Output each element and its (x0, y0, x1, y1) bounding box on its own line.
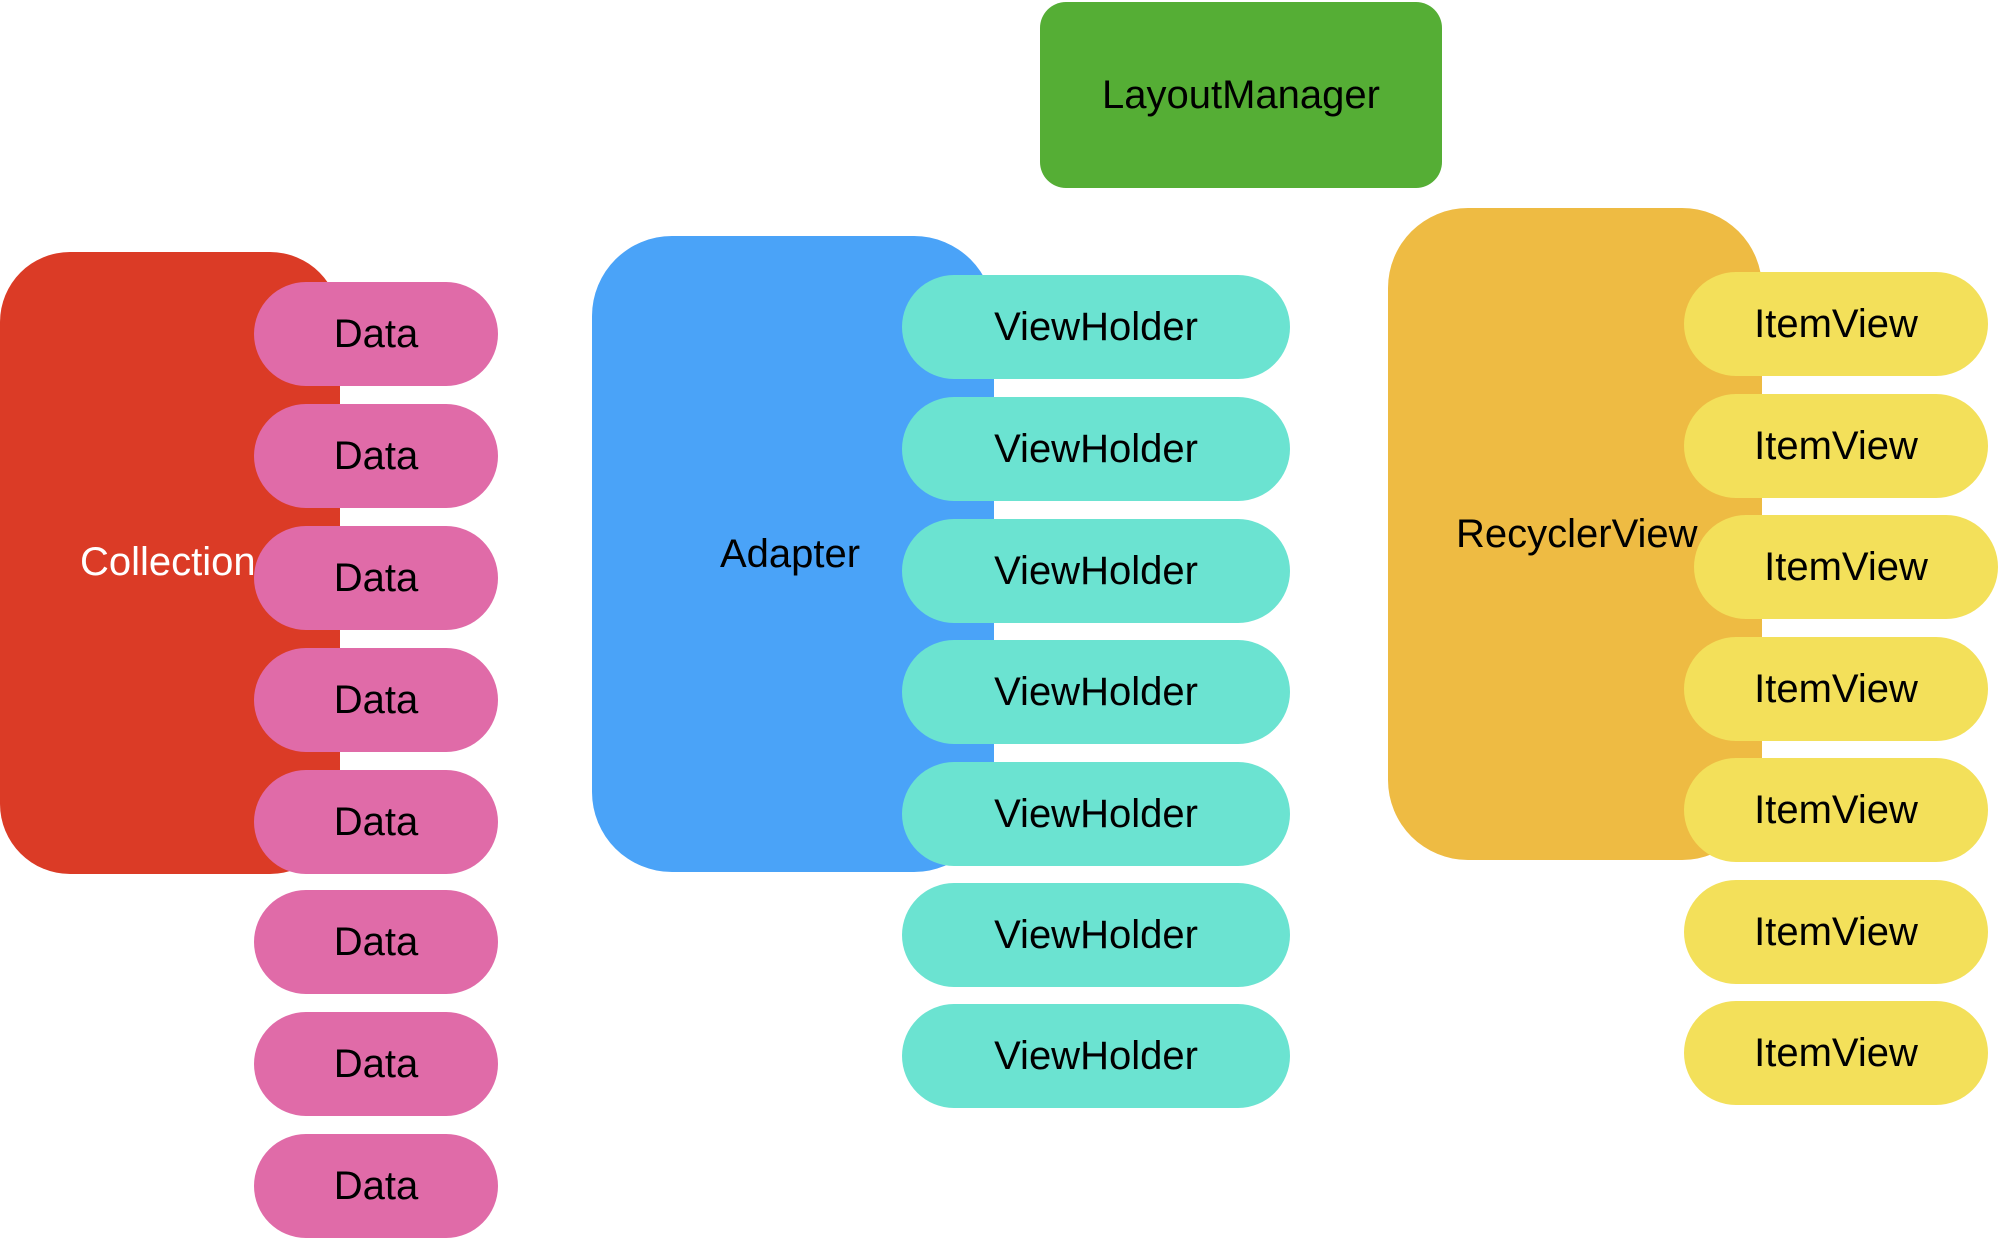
viewholder-item: ViewHolder (902, 1004, 1290, 1108)
adapter-label: Adapter (720, 532, 861, 576)
viewholder-item: ViewHolder (902, 640, 1290, 744)
viewholder-item: ViewHolder (902, 762, 1290, 866)
data-item: Data (254, 648, 498, 752)
collection-label: Collection (80, 540, 256, 584)
layout-manager-box: LayoutManager (1040, 2, 1442, 188)
data-item: Data (254, 282, 498, 386)
data-item: Data (254, 526, 498, 630)
viewholder-item: ViewHolder (902, 519, 1290, 623)
viewholder-item: ViewHolder (902, 883, 1290, 987)
itemview-item: ItemView (1684, 637, 1988, 741)
itemview-item: ItemView (1684, 1001, 1988, 1105)
itemview-item: ItemView (1684, 758, 1988, 862)
data-item: Data (254, 770, 498, 874)
itemview-item: ItemView (1694, 515, 1998, 619)
itemview-item: ItemView (1684, 394, 1988, 498)
data-item: Data (254, 1134, 498, 1238)
viewholder-item: ViewHolder (902, 275, 1290, 379)
data-item: Data (254, 404, 498, 508)
itemview-item: ItemView (1684, 272, 1988, 376)
itemview-item: ItemView (1684, 880, 1988, 984)
data-item: Data (254, 890, 498, 994)
layout-manager-label: LayoutManager (1102, 72, 1380, 117)
data-item: Data (254, 1012, 498, 1116)
viewholder-item: ViewHolder (902, 397, 1290, 501)
recyclerview-label: RecyclerView (1456, 512, 1698, 556)
